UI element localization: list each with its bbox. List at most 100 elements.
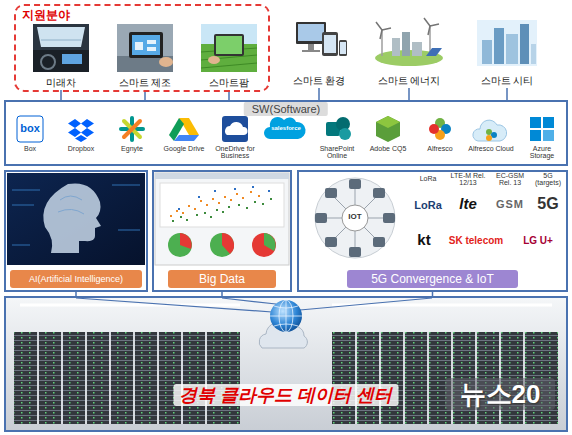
logo-text: kt xyxy=(411,232,437,248)
ai-image-part xyxy=(43,183,101,253)
technology-panel: AI(Artificial Intelligence) xyxy=(4,170,148,292)
tech-label: EC-GSM Rel. 13 xyxy=(490,172,530,187)
data-center-image-part xyxy=(76,298,432,312)
icon-label: Adobe CQ5 xyxy=(365,145,411,152)
big-data-image-part xyxy=(178,186,270,210)
software-icons-part xyxy=(225,122,248,135)
software-icons-part xyxy=(491,132,497,138)
software-icons-part-part xyxy=(124,121,140,137)
factory-image-part xyxy=(135,40,156,51)
logo-text: 5G xyxy=(533,196,563,213)
icon-label: OneDrive for Business xyxy=(212,145,258,160)
application-item: 스마트 환경 xyxy=(284,10,354,88)
software-icons-part xyxy=(473,120,507,141)
iot-label: IOT xyxy=(344,213,366,221)
factory-image-part xyxy=(117,24,173,72)
car-interior-image-part xyxy=(33,50,89,72)
ai-image-part xyxy=(58,196,84,214)
devices-image-part xyxy=(339,40,347,56)
energy-image-part xyxy=(412,42,422,56)
big-data-image-part xyxy=(210,233,234,257)
technology-panel: 5G Convergence & IoT xyxy=(297,170,568,292)
software-icons-part xyxy=(376,116,400,142)
ai-image xyxy=(7,173,145,265)
energy-image-part xyxy=(376,18,439,39)
application-name: 스마트팜 xyxy=(194,76,264,90)
logo-text: LoRa xyxy=(410,200,446,212)
icon-label: Azure Storage xyxy=(520,145,564,160)
energy-image xyxy=(375,18,443,66)
iot-image-part xyxy=(325,188,337,198)
logo-text: salesforce xyxy=(269,125,303,131)
software-icons-part xyxy=(68,119,94,142)
data-center-image-part xyxy=(270,300,302,332)
iot-image-part xyxy=(321,184,389,252)
farm-image-part xyxy=(208,56,220,64)
devices-image-part xyxy=(308,44,314,50)
city-image-part xyxy=(531,44,536,64)
big-data-image-part xyxy=(264,233,276,251)
data-center-title: 경북 클라우드 데이터 센터 xyxy=(173,384,398,406)
icon-label: Dropbox xyxy=(58,145,104,152)
big-data-image-part xyxy=(160,183,284,227)
icon-label: SharePoint Online xyxy=(314,145,360,160)
big-data-image-part xyxy=(252,233,276,257)
software-icons-part xyxy=(543,117,554,128)
data-center-image-part xyxy=(6,298,566,430)
devices-image-part xyxy=(298,24,324,41)
application-item: 스마트 제조 xyxy=(108,22,182,90)
car-interior-image-part xyxy=(41,55,55,69)
application-name: 스마트 시티 xyxy=(462,74,552,88)
software-icons-part xyxy=(339,128,351,140)
software-band: SW(Software) xyxy=(4,100,568,166)
iot-image-part xyxy=(325,237,337,247)
icon-label: Box xyxy=(7,145,53,152)
logo-text: SK telecom xyxy=(447,236,505,247)
city-image xyxy=(477,20,537,66)
panel-label: 5G Convergence & IoT xyxy=(347,270,518,288)
tech-label: LoRa xyxy=(413,175,443,182)
technology-panel: Big Data xyxy=(152,170,292,292)
iot-image xyxy=(315,178,395,258)
area-heading: 지원분야 xyxy=(22,7,70,24)
car-interior-image-part xyxy=(62,54,82,64)
city-image-part xyxy=(506,34,518,64)
car-interior-image xyxy=(33,24,89,72)
devices-image-part xyxy=(322,32,338,56)
factory-image-part xyxy=(129,32,163,58)
application-item: 스마트 에너지 xyxy=(366,10,452,88)
software-icons-part xyxy=(530,117,541,128)
icon-label: Alfresco xyxy=(417,145,463,152)
big-data-image-part xyxy=(222,233,234,254)
tech-label: 5G (targets) xyxy=(532,172,564,187)
software-icons xyxy=(17,116,554,142)
logo-text: box xyxy=(17,123,43,135)
car-interior-image-part xyxy=(37,27,85,47)
big-data-image-part xyxy=(172,198,272,222)
data-center-image xyxy=(6,298,566,430)
devices-image-part xyxy=(340,42,346,54)
support-area-box: 지원분야미래차스마트 제조스마트팜 xyxy=(14,4,270,92)
energy-image-part xyxy=(382,26,430,56)
farm-image-part xyxy=(214,34,244,56)
energy-image-part xyxy=(392,38,400,56)
software-icons-part xyxy=(486,135,492,141)
software-icons-part xyxy=(174,135,199,141)
logo-text: LG U+ xyxy=(518,236,558,247)
icon-label: Alfresco Cloud xyxy=(468,145,514,152)
software-icons-part xyxy=(376,116,400,128)
city-image-part xyxy=(482,40,492,64)
iot-image-part xyxy=(315,213,327,223)
devices-image-part xyxy=(324,35,336,53)
big-data-image-part xyxy=(170,191,260,217)
big-data-image-part xyxy=(168,233,192,257)
software-icons-part xyxy=(543,130,554,141)
panel-label: Big Data xyxy=(168,270,276,288)
software-icons-part xyxy=(264,117,306,139)
farm-image xyxy=(201,24,257,72)
panel-label: AI(Artificial Intelligence) xyxy=(10,270,142,288)
devices-image xyxy=(296,22,347,56)
